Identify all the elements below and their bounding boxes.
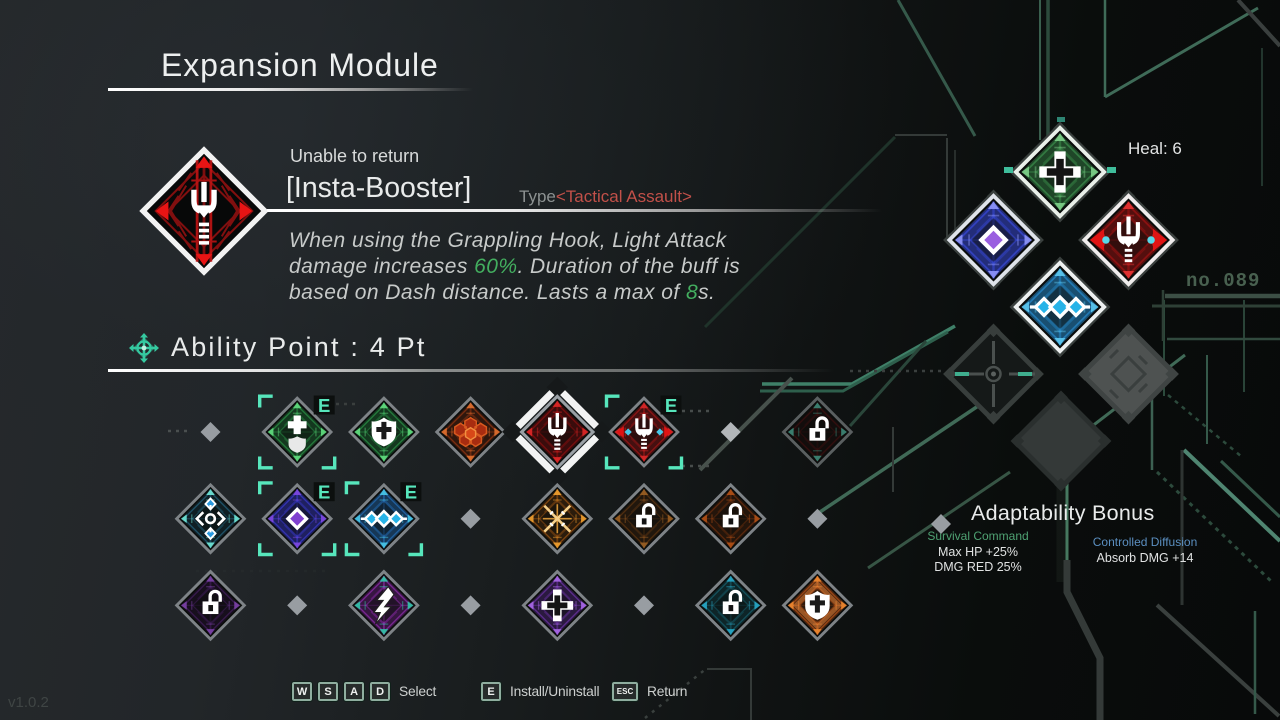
svg-text:E: E [318,482,330,503]
svg-text:E: E [665,395,677,416]
svg-text:E: E [318,395,330,416]
svg-text:E: E [405,482,417,503]
